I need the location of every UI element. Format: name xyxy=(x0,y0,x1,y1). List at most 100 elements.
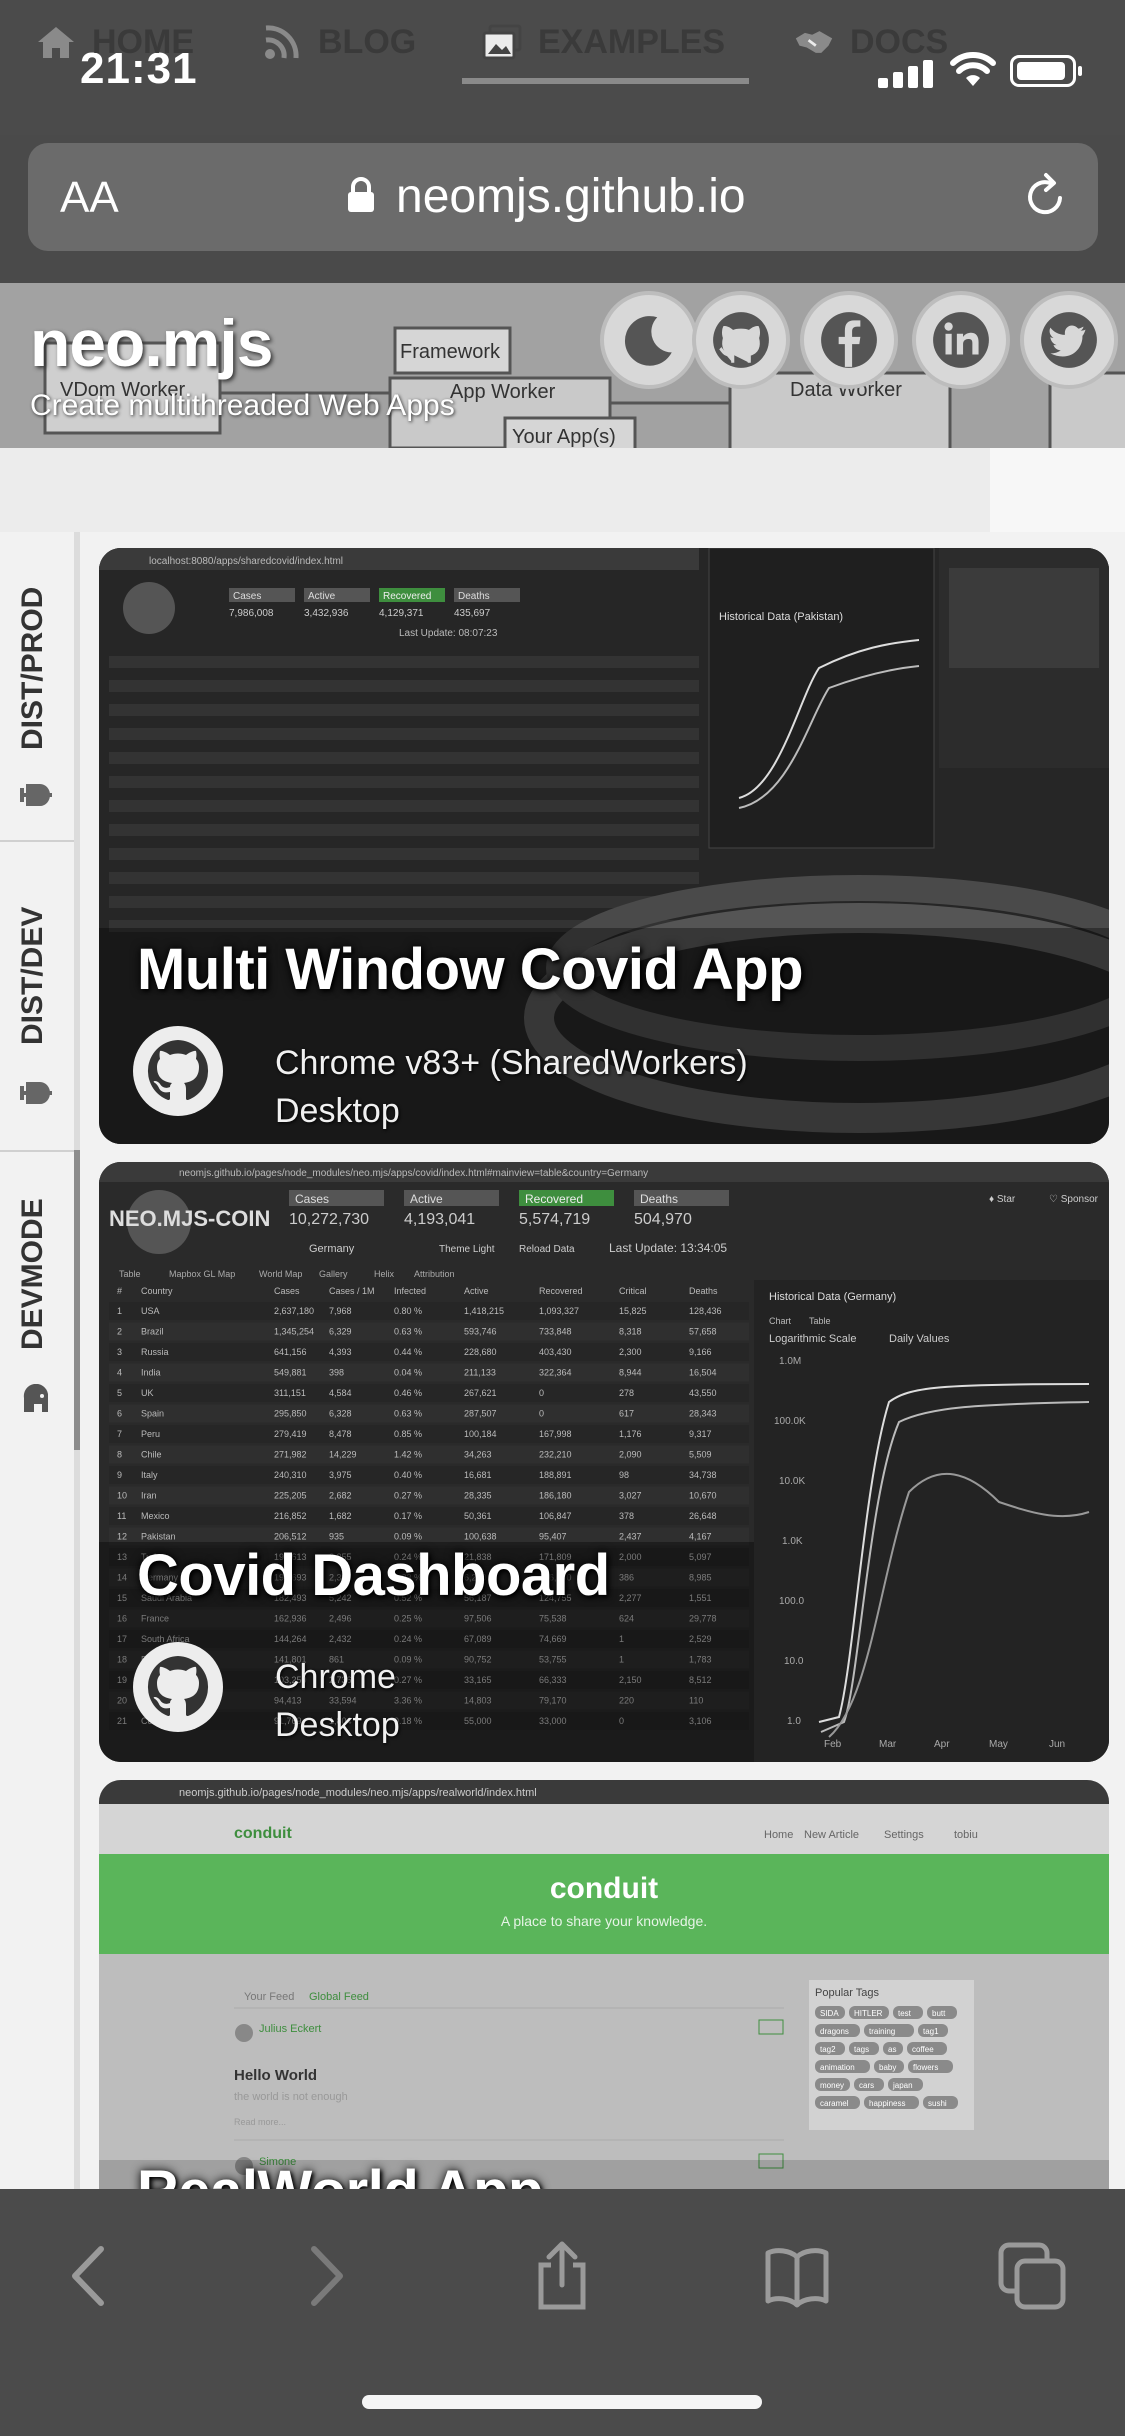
github-icon[interactable] xyxy=(692,291,790,389)
table-cell: 34,738 xyxy=(689,1470,717,1480)
sidebar-active-indicator xyxy=(74,1150,80,1450)
table-cell: 0.27 % xyxy=(394,1675,422,1685)
table-cell: 55,000 xyxy=(464,1716,492,1726)
table-cell: Brazil xyxy=(141,1327,164,1337)
table-cell: 240,310 xyxy=(274,1470,307,1480)
shot2-stat-label: Cases xyxy=(295,1192,329,1206)
twitter-icon[interactable] xyxy=(1020,291,1118,389)
nav-blog[interactable]: BLOG xyxy=(262,0,416,84)
table-cell: 21,838 xyxy=(464,1552,492,1562)
table-cell: 141,801 xyxy=(274,1655,307,1665)
site-title[interactable]: neo.mjs xyxy=(30,306,273,380)
table-row xyxy=(109,1384,749,1402)
table-cell: 2,090 xyxy=(619,1450,642,1460)
table-cell: 5 xyxy=(117,1388,122,1398)
example-card-multi-window-covid[interactable]: localhost:8080/apps/sharedcovid/index.ht… xyxy=(99,548,1109,1144)
tag-pill xyxy=(923,2096,958,2109)
example-card-covid-dashboard[interactable]: neomjs.github.io/pages/node_modules/neo.… xyxy=(99,1162,1109,1762)
table-cell: 6,200 xyxy=(464,1573,487,1583)
facebook-icon[interactable] xyxy=(800,291,898,389)
nav-examples[interactable]: EXAMPLES xyxy=(461,0,750,84)
url-text[interactable]: neomjs.github.io xyxy=(396,170,746,223)
table-row xyxy=(109,1302,749,1320)
nav-home[interactable]: HOME xyxy=(36,0,194,84)
shot2-chart-title: Historical Data (Germany) xyxy=(769,1291,896,1303)
table-cell: 2 xyxy=(117,1327,122,1337)
table-cell: 733,848 xyxy=(539,1327,572,1337)
forward-icon[interactable] xyxy=(290,2241,360,2311)
browser-toolbar xyxy=(0,2189,1125,2436)
tabs-icon[interactable] xyxy=(997,2241,1067,2311)
table-cell: 74,669 xyxy=(539,1634,567,1644)
table-cell: 0.25 % xyxy=(394,1614,422,1624)
table-cell: 220 xyxy=(619,1696,634,1706)
side-tab-dist-dev[interactable]: DIST/DEV xyxy=(0,870,72,1140)
table-cell: 378 xyxy=(619,1511,634,1521)
linkedin-icon[interactable] xyxy=(912,291,1010,389)
table-cell: 2,637,180 xyxy=(274,1306,314,1316)
side-tab-dist-prod[interactable]: DIST/PROD xyxy=(0,560,72,830)
shot1-stat-value: 4,129,371 xyxy=(379,608,424,619)
table-cell: Italy xyxy=(141,1470,158,1480)
table-cell: 3,106 xyxy=(689,1716,712,1726)
svg-text:♦ Star: ♦ Star xyxy=(989,1194,1016,1205)
example-screenshot: neomjs.github.io/pages/node_modules/neo.… xyxy=(99,1162,1109,1762)
tag-pill xyxy=(874,2060,904,2073)
table-cell: 6 xyxy=(117,1409,122,1419)
table-cell: 8,478 xyxy=(329,1429,352,1439)
table-cell: 2,355 xyxy=(329,1552,352,1562)
table-row xyxy=(109,1507,749,1525)
nav-docs[interactable]: DOCS xyxy=(794,0,948,84)
table-row xyxy=(109,1691,749,1710)
example-card-realworld[interactable]: neomjs.github.io/pages/node_modules/neo.… xyxy=(99,1780,1109,2189)
diagram-label-your-apps: Your App(s) xyxy=(512,426,616,448)
example-title[interactable]: Covid Dashboard xyxy=(137,1543,610,1608)
table-cell: 9,317 xyxy=(689,1429,712,1439)
table-cell: 162,936 xyxy=(274,1614,307,1624)
shot2-chart-tab: Table xyxy=(809,1316,831,1326)
reload-icon[interactable] xyxy=(1020,171,1070,221)
moon-icon[interactable] xyxy=(600,291,698,389)
github-icon[interactable] xyxy=(133,1026,223,1116)
table-header: Country xyxy=(141,1286,173,1296)
table-cell: 110 xyxy=(689,1696,703,1706)
table-header: # xyxy=(117,1286,122,1296)
table-cell: 100,184 xyxy=(464,1429,497,1439)
diagram-label-framework: Framework xyxy=(400,341,501,363)
home-indicator[interactable] xyxy=(362,2395,762,2409)
tag-label: tags xyxy=(854,2045,869,2054)
table-cell: 103,250 xyxy=(274,1675,307,1685)
example-title[interactable]: RealWorld App xyxy=(137,2158,543,2189)
table-cell: Mexico xyxy=(141,1511,170,1521)
table-cell: 0.24 % xyxy=(394,1634,422,1644)
back-icon[interactable] xyxy=(55,2241,125,2311)
table-cell: Germany xyxy=(141,1573,179,1583)
shot2-chart-ytick: 1.0M xyxy=(779,1356,801,1367)
share-icon[interactable] xyxy=(527,2241,597,2311)
table-cell: 2,324 xyxy=(329,1573,352,1583)
nav-blog-label: BLOG xyxy=(318,22,417,61)
table-cell: 15,825 xyxy=(619,1306,647,1316)
side-tab-devmode-label: DEVMODE xyxy=(16,1198,49,1350)
shot1-chart-title: Historical Data (Pakistan) xyxy=(719,611,843,623)
bookmarks-icon[interactable] xyxy=(762,2241,832,2311)
address-bar[interactable]: AA neomjs.github.io xyxy=(28,143,1098,251)
table-cell: 75,538 xyxy=(539,1614,567,1624)
side-tab-devmode[interactable]: DEVMODE xyxy=(0,1160,72,1450)
github-icon[interactable] xyxy=(133,1642,223,1732)
table-cell: 0.46 % xyxy=(394,1388,422,1398)
table-cell: Peru xyxy=(141,1429,160,1439)
table-cell: 617 xyxy=(619,1409,634,1419)
shot2-chart-tab: Chart xyxy=(769,1316,792,1326)
rss-icon xyxy=(265,25,299,59)
example-title[interactable]: Multi Window Covid App xyxy=(137,937,804,1002)
text-size-button[interactable]: AA xyxy=(60,173,119,223)
shot1-stat-label: Cases xyxy=(233,591,261,602)
table-cell: 0.85 % xyxy=(394,1429,422,1439)
table-cell: 1,176 xyxy=(619,1429,642,1439)
table-cell: 216,852 xyxy=(274,1511,307,1521)
table-row xyxy=(109,1650,749,1669)
shot3-article-title: Hello World xyxy=(234,2067,317,2084)
table-cell: 14,803 xyxy=(464,1696,492,1706)
cellular-signal-icon xyxy=(878,60,934,88)
